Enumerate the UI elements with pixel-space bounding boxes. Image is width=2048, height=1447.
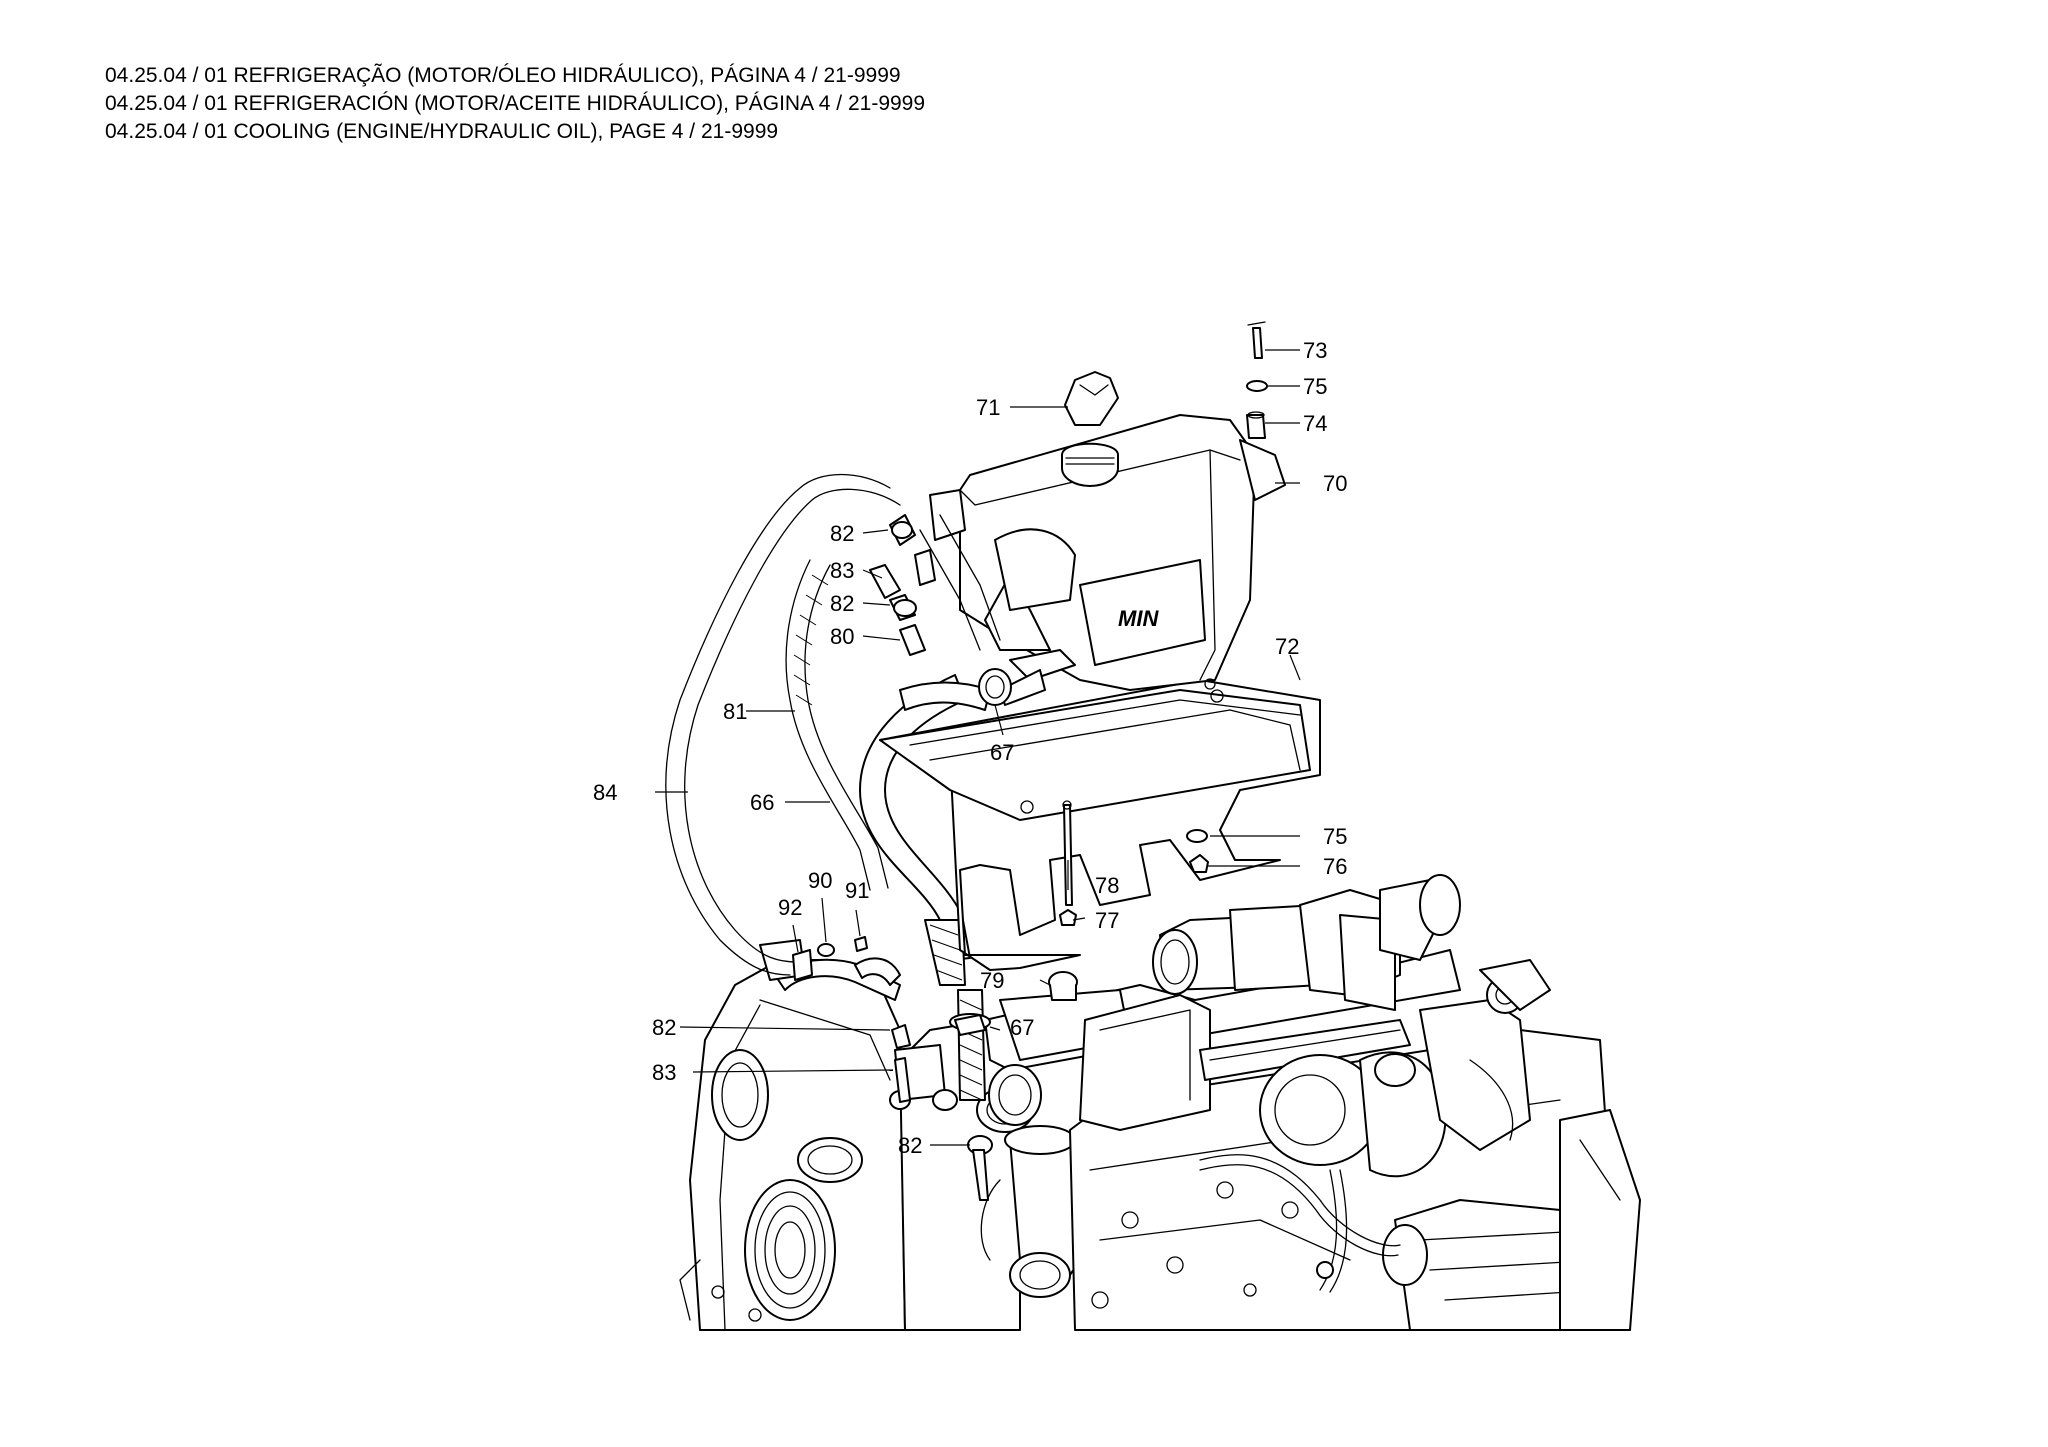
callout-90: 90 (808, 868, 832, 893)
tank-min-mark: MIN (1118, 606, 1159, 631)
callout-75-lower: 75 (1323, 824, 1347, 849)
callout-82-d: 82 (898, 1133, 922, 1158)
callout-92: 92 (778, 895, 802, 920)
callout-70: 70 (1323, 471, 1347, 496)
callout-labels: 73 75 74 70 71 82 83 82 80 72 81 67 84 6… (593, 338, 1347, 1158)
callout-74: 74 (1303, 411, 1327, 436)
callout-82-a: 82 (830, 521, 854, 546)
callout-76: 76 (1323, 854, 1347, 879)
hose-84 (665, 473, 901, 976)
callout-79: 79 (980, 968, 1004, 993)
callout-80: 80 (830, 624, 854, 649)
expansion-tank-70: MIN (919, 414, 1286, 706)
callout-82-b: 82 (830, 591, 854, 616)
callout-77: 77 (1095, 908, 1119, 933)
title-english: 04.25.04 / 01 COOLING (ENGINE/HYDRAULIC … (105, 120, 779, 143)
callout-78: 78 (1095, 873, 1119, 898)
title-spanish: 04.25.04 / 01 REFRIGERACIÓN (MOTOR/ACEIT… (105, 92, 926, 115)
callout-83-b: 83 (652, 1060, 676, 1085)
callout-75-upper: 75 (1303, 374, 1327, 399)
callout-67-lower: 67 (1010, 1015, 1034, 1040)
cap-hardware-73-75-74 (1246, 321, 1268, 439)
fittings-upper (869, 514, 1012, 706)
engine-assembly (679, 874, 1641, 1331)
callout-91: 91 (845, 878, 869, 903)
bracket-72 (879, 679, 1321, 971)
callout-71: 71 (976, 395, 1000, 420)
callout-84: 84 (593, 780, 617, 805)
hose-81 (785, 559, 889, 891)
callout-81: 81 (723, 699, 747, 724)
leader-lines (655, 349, 1301, 1146)
filler-cap-71 (1061, 371, 1119, 487)
callout-67-upper: 67 (990, 740, 1014, 765)
title-portuguese: 04.25.04 / 01 REFRIGERAÇÃO (MOTOR/ÓLEO H… (105, 64, 901, 87)
callout-82-c: 82 (652, 1015, 676, 1040)
page-header: 04.25.04 / 01 REFRIGERAÇÃO (MOTOR/ÓLEO H… (105, 62, 925, 146)
callout-83-a: 83 (830, 558, 854, 583)
callout-72: 72 (1275, 634, 1299, 659)
callout-66: 66 (750, 790, 774, 815)
fittings-lower (792, 936, 993, 1201)
callout-73: 73 (1303, 338, 1327, 363)
